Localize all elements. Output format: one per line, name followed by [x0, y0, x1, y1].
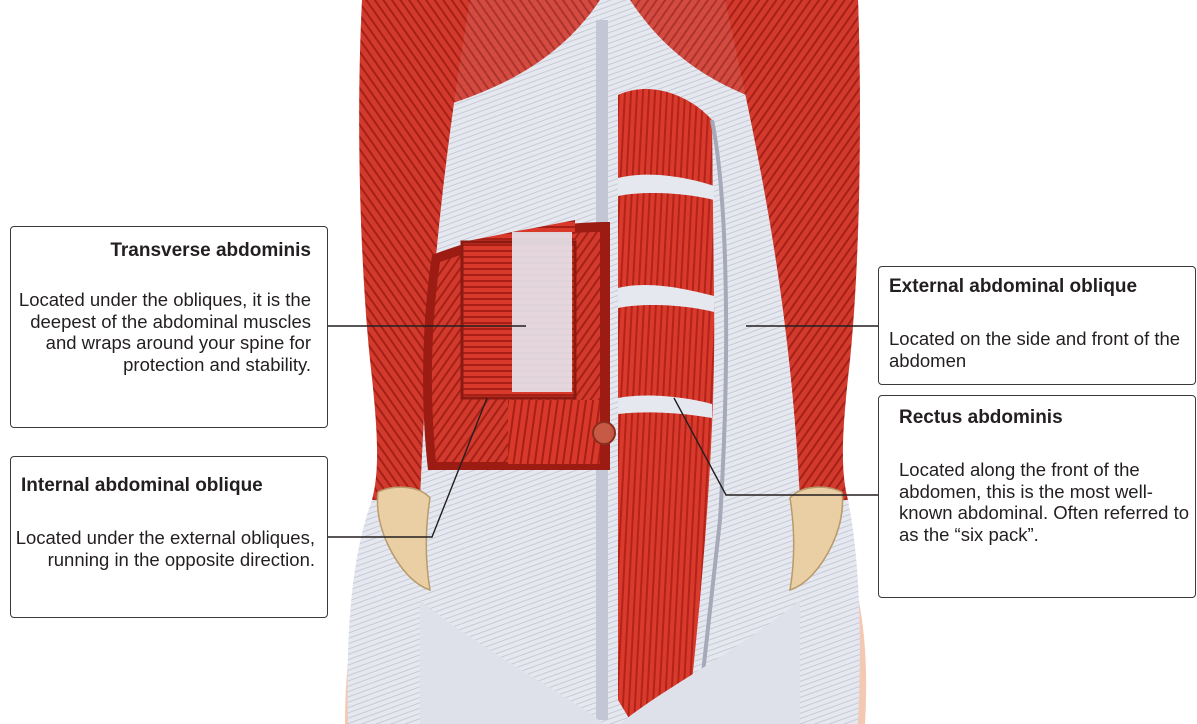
callout-description: Located on the side and front of the abd… [889, 328, 1189, 371]
callout-description: Located along the front of the abdomen, … [899, 459, 1189, 545]
callout-title: Internal abdominal oblique [21, 474, 263, 498]
callout-description: Located under the external obliques, run… [15, 527, 315, 570]
internal-oblique-callout: Internal abdominal oblique Located under… [10, 456, 328, 618]
external-oblique-callout: External abdominal oblique Located on th… [878, 266, 1196, 385]
rectus-abdominis-callout: Rectus abdominis Located along the front… [878, 395, 1196, 598]
callout-title: Rectus abdominis [899, 406, 1063, 430]
callout-title: Transverse abdominis [110, 239, 311, 263]
callout-description: Located under the obliques, it is the de… [11, 289, 311, 375]
callout-title: External abdominal oblique [889, 275, 1137, 299]
transverse-abdominis-callout: Transverse abdominis Located under the o… [10, 226, 328, 428]
